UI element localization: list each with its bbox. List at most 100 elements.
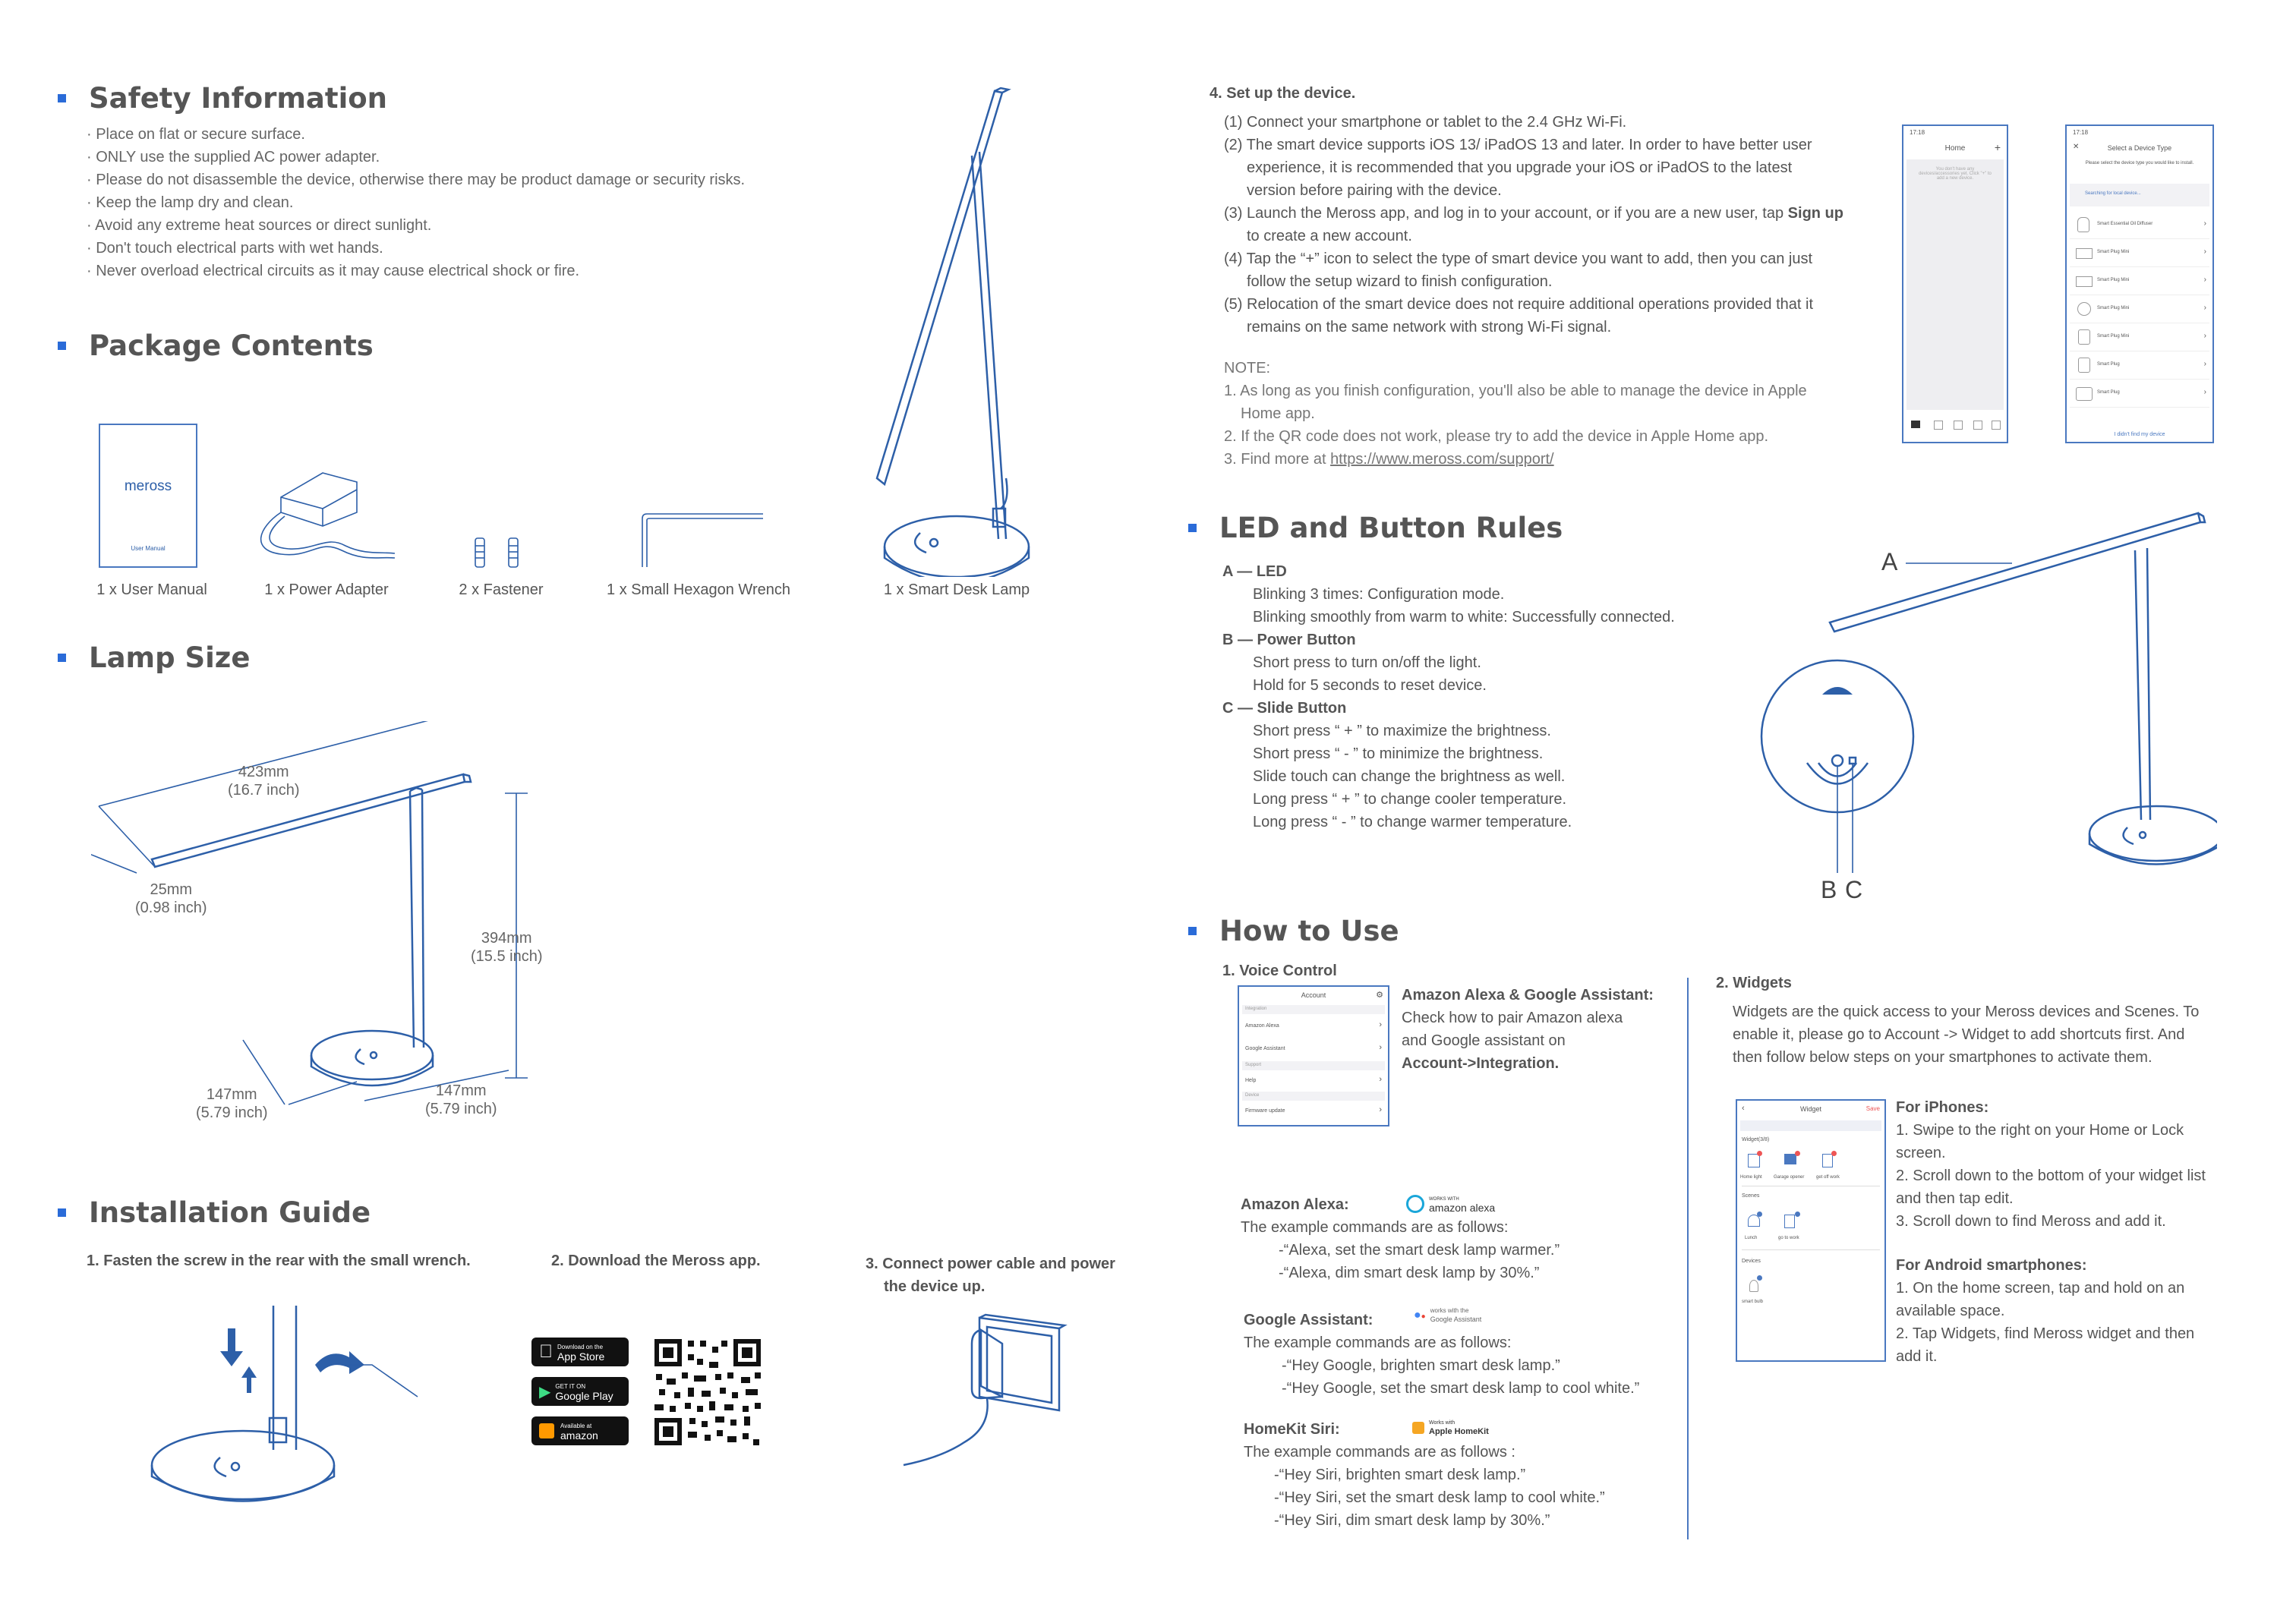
tab-icon[interactable] [1954, 421, 1963, 430]
section-header-text: Device [1245, 1093, 1260, 1098]
didnt-find-device-link[interactable]: I didn't find my device [2114, 432, 2165, 437]
back-icon[interactable]: ‹ [1742, 1104, 1745, 1113]
home-empty-area: You don't have any devices/accessories y… [1906, 159, 2004, 410]
column-divider [1687, 978, 1689, 1539]
howto-title: How to Use [1188, 915, 1399, 947]
android-line: add it. [1896, 1348, 1938, 1365]
app-store-small: Download on the [544, 1344, 603, 1350]
widget-item-icon[interactable] [1784, 1154, 1796, 1164]
label-c: C [1845, 876, 1863, 903]
widget-item-label: go to work [1778, 1236, 1799, 1240]
phone-title: Widget [1799, 1105, 1821, 1113]
local-search-row[interactable]: Searching for local device... [2070, 184, 2209, 206]
device-type-row[interactable]: Smart Essential Oil Diffuser› [2070, 211, 2209, 239]
setup-title: 4. Set up the device. [1210, 85, 1356, 102]
account-row[interactable]: Amazon Alexa› [1242, 1016, 1385, 1037]
save-button[interactable]: Save [1866, 1105, 1880, 1112]
setup-line: follow the setup wizard to finish config… [1247, 273, 1553, 290]
add-device-button[interactable]: + [1994, 141, 2001, 153]
device-type-row[interactable]: Smart Plug› [2070, 351, 2209, 380]
dim-base-depth-mm: 147mm [206, 1086, 257, 1103]
package-caption: 1 x Smart Desk Lamp [883, 581, 1030, 598]
remove-badge-icon[interactable] [1757, 1151, 1762, 1156]
note-line: 1. As long as you finish configuration, … [1224, 383, 1807, 399]
google-title: Google Assistant: [1244, 1312, 1374, 1328]
hex-wrench-illustration [642, 513, 763, 567]
tab-icon[interactable] [1934, 421, 1943, 430]
tab-home-icon[interactable] [1911, 421, 1920, 428]
iphone-title: For iPhones: [1896, 1099, 1989, 1116]
safety-item: · Place on flat or secure surface. [87, 126, 305, 143]
tab-icon[interactable] [1973, 421, 1982, 430]
widget-item-icon[interactable] [1748, 1154, 1760, 1167]
scene-icon[interactable] [1748, 1215, 1760, 1227]
google-play-label: Google Play [555, 1390, 613, 1402]
device-type-row[interactable]: Smart Plug› [2070, 380, 2209, 408]
widget-section-title: Devices [1742, 1259, 1761, 1264]
account-row[interactable]: Google Assistant› [1242, 1038, 1385, 1060]
setup-line: (4) Tap the “+” icon to select the type … [1224, 251, 1813, 267]
account-row-label: Help [1245, 1078, 1257, 1083]
power-connect-illustration [903, 1313, 1068, 1467]
device-type-label: Smart Plug [2097, 390, 2120, 395]
dim-base-width-in: (5.79 inch) [425, 1101, 497, 1117]
dim-base-width: 147mm(5.79 inch) [425, 1082, 497, 1118]
iphone-line: 2. Scroll down to the bottom of your wid… [1896, 1167, 2206, 1184]
device-type-row[interactable]: Smart Plug Mini› [2070, 295, 2209, 323]
phone-title: Home [1944, 144, 1966, 153]
account-row[interactable]: Help› [1242, 1072, 1385, 1090]
setup-notes: NOTE: 1. As long as you finish configura… [1224, 357, 1807, 471]
fastener-illustration [475, 537, 519, 568]
device-type-row[interactable]: Smart Plug Mini› [2070, 323, 2209, 351]
remove-badge-icon[interactable] [1795, 1151, 1800, 1156]
support-link[interactable]: https://www.meross.com/support/ [1330, 451, 1554, 468]
add-badge-icon[interactable] [1757, 1212, 1762, 1217]
section-bullet [58, 94, 66, 102]
add-badge-icon[interactable] [1757, 1275, 1762, 1281]
device-type-row[interactable]: Smart Plug Mini› [2070, 267, 2209, 295]
safety-title-text: Safety Information [89, 82, 388, 115]
led-c-line: Slide touch can change the brightness as… [1253, 768, 1566, 785]
led-c-head: C — Slide Button [1222, 700, 1347, 717]
amazon-small: Available at [560, 1423, 592, 1429]
scene-icon[interactable] [1784, 1215, 1795, 1228]
lamp-size-title: Lamp Size [58, 641, 250, 674]
device-type-row[interactable]: Smart Plug Mini› [2070, 239, 2209, 267]
widget-item-icon[interactable] [1822, 1154, 1833, 1167]
dim-length: 423mm(16.7 inch) [228, 763, 300, 799]
gear-icon[interactable]: ⚙ [1376, 991, 1383, 1000]
siri-command: -“Hey Siri, set the smart desk lamp to c… [1274, 1489, 1605, 1506]
dim-base-depth-in: (5.79 inch) [196, 1104, 268, 1121]
alexa-badge-small: WORKS WITH [1429, 1197, 1459, 1202]
amazon-label: amazon [560, 1429, 598, 1442]
account-row[interactable]: Firmware update› [1242, 1102, 1385, 1120]
local-search-text: Searching for local device... [2085, 191, 2141, 196]
siri-title: HomeKit Siri: [1244, 1421, 1340, 1438]
phone-title: Select a Device Type [2107, 144, 2172, 152]
dim-height-mm: 394mm [481, 930, 532, 947]
diffuser-icon [2077, 217, 2089, 232]
phone-hint: Please select the device type you would … [2085, 161, 2194, 165]
install-step-2: 2. Download the Meross app. [551, 1253, 761, 1269]
install-title-text: Installation Guide [89, 1196, 371, 1229]
phone-home-screen: 17:18 Home + You don't have any devices/… [1902, 124, 2008, 443]
bulb-icon[interactable] [1749, 1280, 1758, 1292]
close-icon[interactable]: ✕ [2073, 143, 2080, 151]
chevron-right-icon: › [2203, 332, 2206, 340]
led-b-line: Hold for 5 seconds to reset device. [1253, 677, 1487, 694]
dim-width-mm: 25mm [150, 881, 193, 898]
qr-code[interactable] [651, 1336, 764, 1448]
remove-badge-icon[interactable] [1831, 1151, 1837, 1156]
tab-icon[interactable] [1992, 421, 2001, 430]
howto-title-text: How to Use [1219, 915, 1399, 947]
add-badge-icon[interactable] [1795, 1212, 1800, 1217]
led-title-text: LED and Button Rules [1219, 512, 1563, 544]
